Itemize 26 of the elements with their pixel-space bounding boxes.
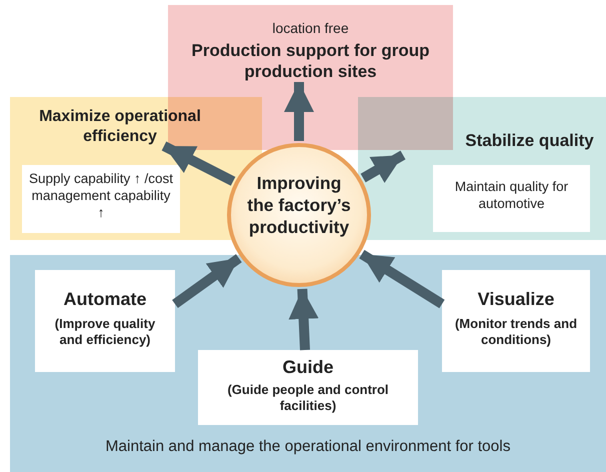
band-heading: Stabilize quality bbox=[464, 130, 595, 152]
box-heading: Guide bbox=[281, 356, 334, 378]
process-box bbox=[35, 270, 175, 372]
arrow bbox=[359, 250, 445, 308]
arrow bbox=[284, 82, 314, 141]
band-heading: Production support for group production sites bbox=[190, 40, 430, 82]
band-caption: Maintain and manage the operational environment for tools bbox=[104, 437, 512, 456]
band-subtitle: location free bbox=[271, 20, 350, 38]
arrow bbox=[360, 150, 406, 183]
box-text: (Improve quality and efficiency) bbox=[54, 316, 156, 348]
bottom-band bbox=[10, 255, 606, 472]
box-text: Supply capability ↑ /cost management capability ↑ bbox=[28, 171, 174, 222]
box-text: (Monitor trends and conditions) bbox=[454, 316, 578, 348]
arrow bbox=[162, 142, 236, 186]
text-box bbox=[433, 165, 590, 232]
box-heading: Automate bbox=[62, 288, 148, 310]
arrow bbox=[288, 288, 319, 350]
process-box bbox=[442, 270, 590, 372]
circle-text: Improving the factory’s productivity bbox=[246, 173, 352, 239]
process-box bbox=[198, 350, 418, 425]
band-heading: Maximize operational efficiency bbox=[38, 107, 202, 147]
box-text: Maintain quality for automotive bbox=[454, 179, 570, 213]
box-heading: Visualize bbox=[476, 288, 556, 310]
arrow bbox=[172, 254, 242, 308]
box-text: (Guide people and control facilities) bbox=[226, 382, 390, 414]
text-box bbox=[22, 165, 180, 233]
